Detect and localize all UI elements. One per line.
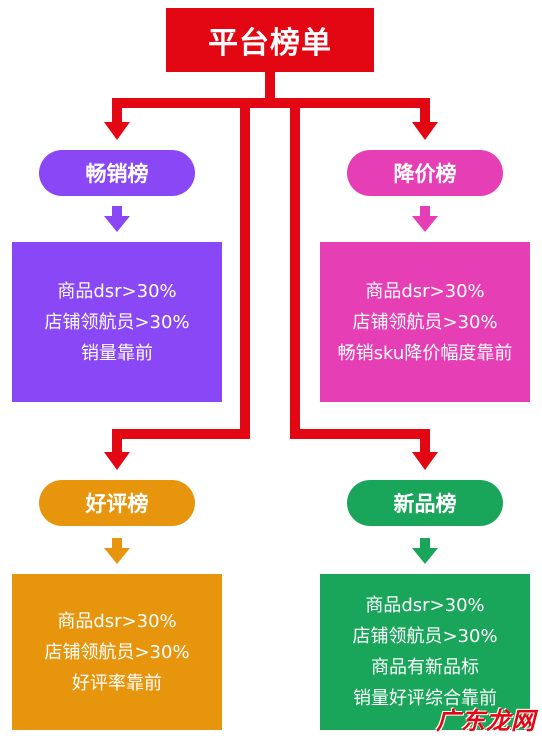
criteria-line: 店铺领航员>30% (44, 641, 190, 663)
criteria-line: 销量好评综合靠前 (353, 688, 497, 709)
board-goodreview-criteria: 商品dsr>30% 店铺领航员>30% 好评率靠前 (12, 574, 222, 730)
board-pricedrop-criteria: 商品dsr>30% 店铺领航员>30% 畅销sku降价幅度靠前 (320, 242, 530, 402)
criteria-line: 商品dsr>30% (57, 280, 177, 302)
criteria-line: 畅销sku降价幅度靠前 (337, 342, 513, 364)
watermark-logo: 广东龙网 (436, 707, 536, 735)
criteria-line: 商品dsr>30% (365, 595, 485, 616)
board-bestseller-label: 畅销榜 (39, 150, 195, 196)
criteria-line: 商品dsr>30% (57, 610, 177, 632)
board-newproduct-criteria: 商品dsr>30% 店铺领航员>30% 商品有新品标 销量好评综合靠前 (320, 574, 530, 730)
board-bestseller-criteria: 商品dsr>30% 店铺领航员>30% 销量靠前 (12, 242, 222, 402)
board-pricedrop-label: 降价榜 (347, 150, 503, 196)
criteria-line: 商品dsr>30% (365, 280, 485, 302)
criteria-line: 店铺领航员>30% (352, 626, 498, 647)
board-newproduct-label: 新品榜 (347, 480, 503, 526)
criteria-line: 店铺领航员>30% (352, 311, 498, 333)
criteria-line: 店铺领航员>30% (44, 311, 190, 333)
page-title: 平台榜单 (166, 8, 374, 72)
criteria-line: 好评率靠前 (72, 672, 162, 694)
criteria-line: 销量靠前 (81, 342, 153, 364)
board-goodreview-label: 好评榜 (39, 480, 195, 526)
criteria-line: 商品有新品标 (371, 657, 479, 678)
